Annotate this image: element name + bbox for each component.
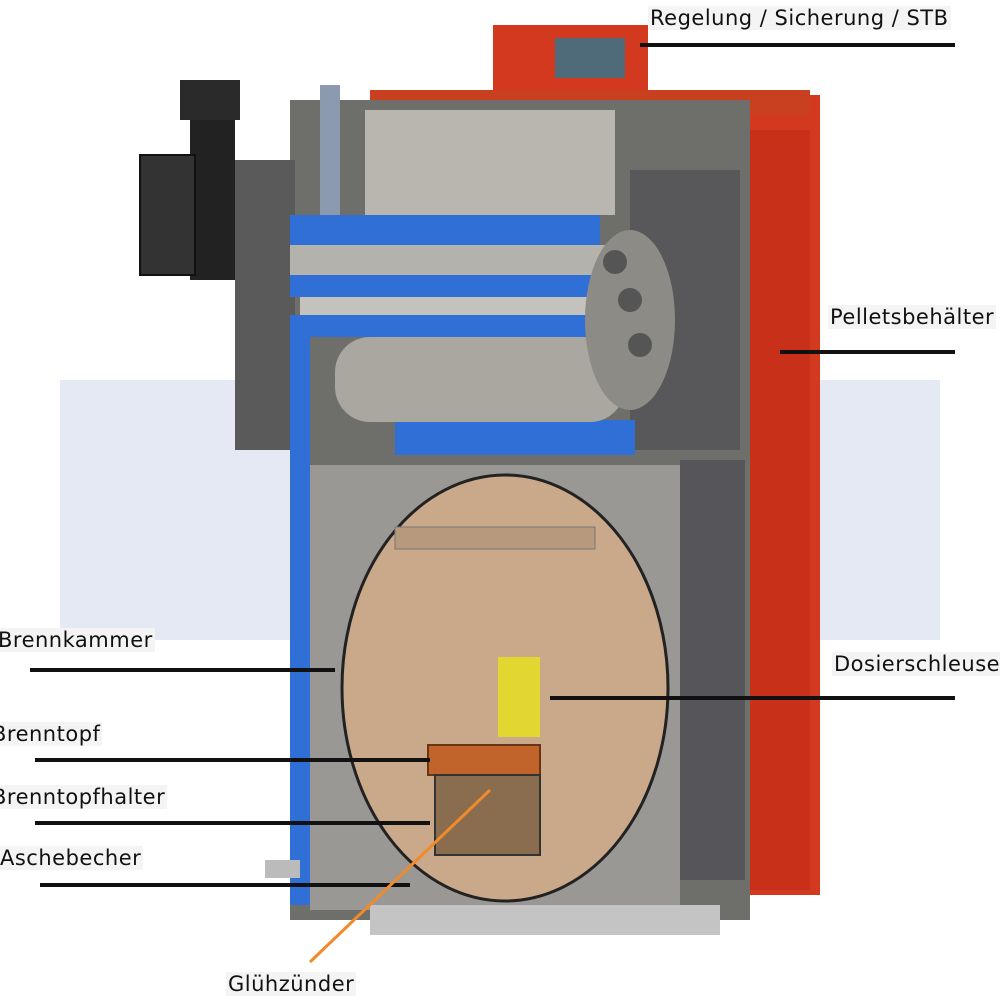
- label-ash-cup: Aschebecher: [0, 846, 144, 870]
- burn-pot: [427, 744, 541, 776]
- ash-cup-handle: [265, 860, 300, 878]
- base: [370, 905, 720, 935]
- baffle: [394, 526, 596, 550]
- label-burn-pot-holder: Brenntopfhalter: [0, 785, 168, 809]
- burn-pot-holder: [434, 774, 541, 856]
- pellet-feed: [498, 657, 540, 737]
- label-glow-igniter: Glühzünder: [226, 972, 357, 996]
- label-dosing-lock: Dosierschleuse: [832, 652, 1000, 676]
- heat-exchanger-tubes: [290, 230, 675, 422]
- water-jacket: [290, 215, 640, 910]
- label-pellet-container: Pelletsbehälter: [828, 305, 997, 329]
- igniter-leader-line: [308, 788, 492, 964]
- label-combustion-chamber: Brennkammer: [0, 628, 155, 652]
- label-burn-pot: Brenntopf: [0, 722, 103, 746]
- label-control: Regelung / Sicherung / STB: [648, 6, 951, 30]
- leader-lines: [30, 43, 955, 887]
